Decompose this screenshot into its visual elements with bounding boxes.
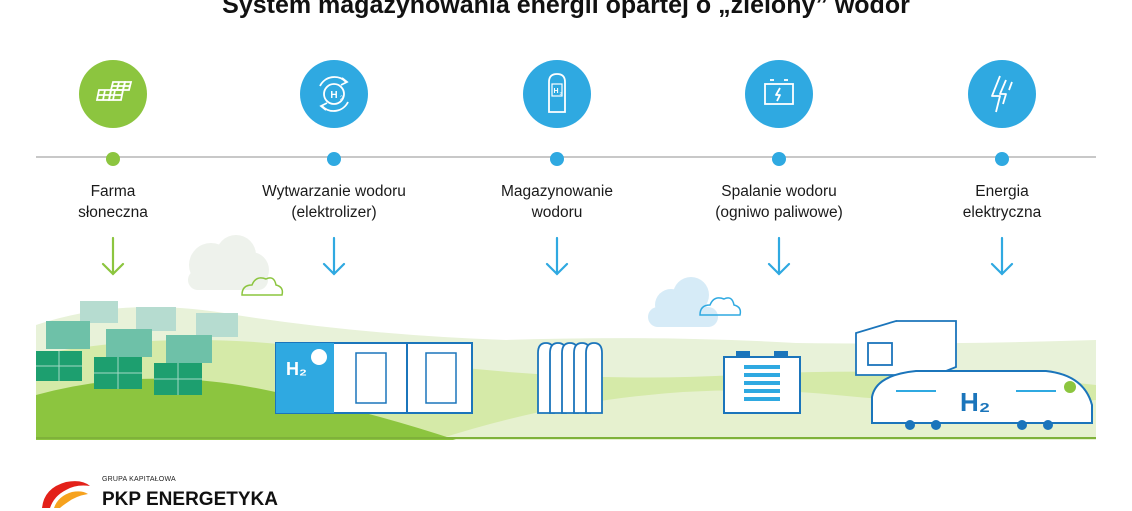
hydrogen-cylinders-illustration <box>537 342 603 414</box>
stage-label-fuel-cell: Spalanie wodoru (ogniwo paliwowe) <box>679 181 879 223</box>
stage-label-electrolyzer: Wytwarzanie wodoru (elektrolizer) <box>234 181 434 223</box>
stage-storage: H 2 Magazynowanie wodoru <box>457 60 657 300</box>
cloud-outline-blue-icon <box>699 297 742 316</box>
logo-group-label: GRUPA KAPITAŁOWA <box>102 476 176 483</box>
stage-label-energy: Energia elektryczna <box>902 181 1102 223</box>
svg-text:H: H <box>553 88 558 95</box>
down-arrow-icon <box>990 236 1014 276</box>
stage-label-energy-line1: Energia <box>975 183 1029 200</box>
timeline-dot-solar <box>106 152 120 166</box>
h2-tank-icon: H 2 <box>523 60 591 128</box>
cloud-blue-icon <box>648 277 718 327</box>
stage-electric-energy: Energia elektryczna <box>902 60 1102 300</box>
down-arrow-icon <box>767 236 791 276</box>
stage-label-solar-line1: Farma <box>90 183 136 200</box>
stage-fuel-cell: Spalanie wodoru (ogniwo paliwowe) <box>679 60 879 300</box>
electrolyzer-container-illustration <box>275 342 473 414</box>
stage-electrolyzer: H 2 Wytwarzanie wodoru (elektrolizer) <box>234 60 434 300</box>
train-h2-label: H₂ <box>960 387 990 417</box>
svg-text:2: 2 <box>560 91 563 96</box>
stage-label-electrolyzer-line2: (elektrolizer) <box>291 204 377 221</box>
electrolyzer-h2-label: H₂ <box>286 359 307 379</box>
solar-panels-illustration <box>36 301 238 395</box>
timeline-dot-fuel-cell <box>772 152 786 166</box>
landscape-illustration: H₂ H₂ <box>36 235 1096 440</box>
power-station-illustration <box>855 320 957 376</box>
stage-label-storage-line1: Magazynowanie <box>500 183 613 200</box>
fuel-cell-stack-illustration <box>723 351 801 414</box>
stage-solar-farm: Farma słoneczna <box>13 60 213 300</box>
h2-cycle-icon: H 2 <box>300 60 368 128</box>
cloud-outline-icon <box>241 277 284 296</box>
pkp-energetyka-logo-icon <box>42 481 90 508</box>
stage-label-solar-line2: słoneczna <box>78 204 148 221</box>
down-arrow-icon <box>322 236 346 276</box>
stage-label-electrolyzer-line1: Wytwarzanie wodoru <box>262 183 406 200</box>
down-arrow-icon <box>545 236 569 276</box>
hydrogen-train-illustration <box>871 370 1093 430</box>
stage-label-fuel-cell-line1: Spalanie wodoru <box>721 183 837 200</box>
stage-label-storage: Magazynowanie wodoru <box>457 181 657 223</box>
stage-label-storage-line2: wodoru <box>531 204 583 221</box>
diagram-title: System magazynowania energii opartej o „… <box>222 0 910 19</box>
stage-label-fuel-cell-line2: (ogniwo paliwowe) <box>715 204 843 221</box>
fuel-cell-battery-icon <box>745 60 813 128</box>
timeline-dot-electrolyzer <box>327 152 341 166</box>
lightning-icon <box>968 60 1036 128</box>
svg-text:2: 2 <box>340 96 344 102</box>
svg-text:H: H <box>330 90 337 101</box>
timeline-line <box>36 156 1096 158</box>
solar-panel-icon <box>79 60 147 128</box>
timeline-dot-storage <box>550 152 564 166</box>
stage-label-energy-line2: elektryczna <box>962 204 1042 221</box>
stage-label-solar: Farma słoneczna <box>13 181 213 223</box>
timeline-dot-energy <box>995 152 1009 166</box>
cloud-icon <box>188 235 269 290</box>
logo-brand-name: PKP ENERGETYKA <box>102 489 278 510</box>
down-arrow-icon <box>101 236 125 276</box>
